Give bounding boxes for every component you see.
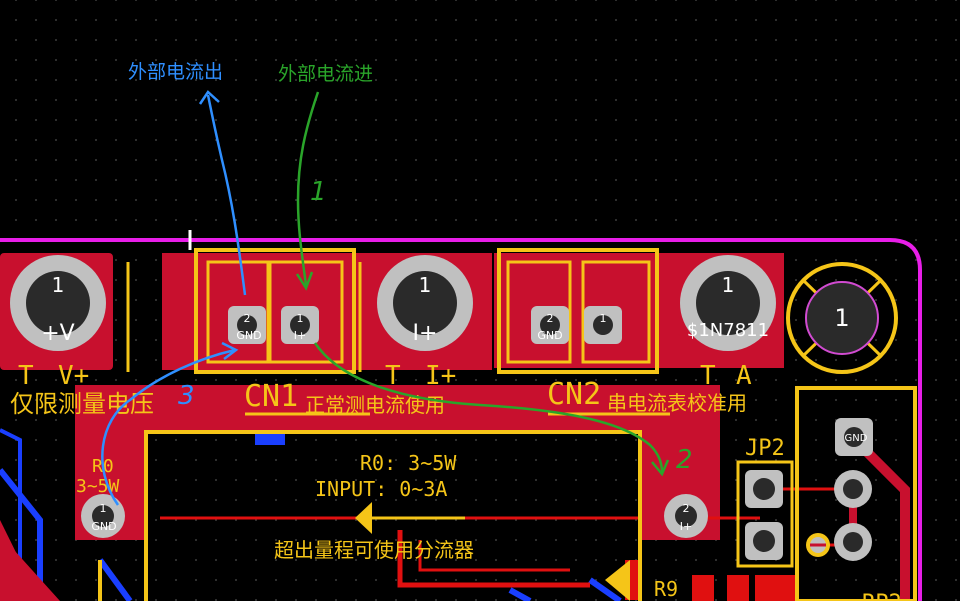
- silkscreen-outlines: [98, 248, 917, 601]
- fiducial-marker: [806, 533, 830, 557]
- terminal-right-label-t: T: [700, 361, 716, 391]
- rp-pin-gnd[interactable]: GND: [835, 418, 873, 456]
- mount-hole-pin: 1: [834, 304, 849, 332]
- blue-arrow-r0-to-gnd: [101, 348, 236, 506]
- cn2-pin-2-net: GND: [537, 329, 562, 342]
- annotation-step-2: 2: [676, 445, 693, 475]
- blue-arrow-up: [206, 94, 247, 296]
- terminal-middle-net: I+: [413, 321, 438, 346]
- r0-pad-left[interactable]: 1 GND: [81, 494, 125, 538]
- green-arrow-down: [296, 91, 320, 286]
- cn2-pin-1[interactable]: 1: [584, 306, 622, 344]
- terminal-right-label-a: A: [736, 361, 752, 391]
- cn2-pin-2[interactable]: 2 GND: [531, 306, 569, 344]
- mount-hole-right[interactable]: 1: [805, 281, 879, 355]
- annotation-current-in: 外部电流进: [278, 63, 373, 85]
- terminal-middle[interactable]: 1 I+: [377, 255, 473, 351]
- input-spec-label: INPUT: 0~3A: [315, 477, 447, 501]
- r0-pad-right-net: I+: [680, 520, 692, 533]
- diode-icon: [605, 560, 630, 601]
- annotation-step-1: 1: [310, 177, 327, 207]
- rp-pin-gnd-net: GND: [845, 433, 868, 444]
- terminal-right-net: $1N7811: [687, 320, 769, 341]
- cn1-pin-1[interactable]: 1 I+: [281, 306, 319, 344]
- r0-pad-right[interactable]: 2 I+: [664, 494, 708, 538]
- annotation-layer: 外部电流出 外部电流进 3 1 2: [101, 61, 693, 506]
- terminal-right[interactable]: 1 $1N7811: [680, 255, 776, 351]
- cn2-description: 串电流表校准用: [607, 391, 747, 415]
- terminal-left-label-vplus: V+: [58, 361, 89, 391]
- cn1-pin-2[interactable]: 2 GND: [228, 306, 266, 344]
- cn2-pin-1-num: 1: [600, 312, 607, 325]
- terminal-left-pin: 1: [52, 273, 65, 297]
- terminal-middle-pin: 1: [419, 273, 432, 297]
- jp2-pin-1[interactable]: [745, 470, 783, 508]
- terminal-left-label-t: T: [18, 361, 34, 391]
- annotation-current-out: 外部电流出: [128, 61, 223, 83]
- r0-spec-label: R0: 3~5W: [360, 451, 457, 475]
- board-outline: [0, 238, 922, 601]
- terminal-middle-label-iplus: I+: [425, 361, 456, 391]
- cn1-pin-2-net: GND: [236, 329, 261, 342]
- input-arrow-icon: [355, 502, 372, 534]
- r0-pad-left-num: 1: [100, 502, 107, 515]
- annotation-step-3: 3: [178, 381, 195, 411]
- r0-pad-right-num: 2: [683, 502, 690, 515]
- shunt-note-label: 超出量程可使用分流器: [274, 538, 474, 562]
- terminal-left[interactable]: 1 +V: [10, 255, 106, 351]
- terminal-middle-label-t: T: [385, 361, 401, 391]
- cn2-designator: CN2: [547, 377, 601, 412]
- jp2-designator: JP2: [745, 436, 785, 461]
- cn1-pin-1-net: I+: [294, 329, 306, 342]
- cn1-pin-1-num: 1: [297, 312, 304, 325]
- terminal-right-pin: 1: [722, 273, 735, 297]
- r9-designator: R9: [654, 577, 678, 601]
- silkscreen-text: T V+ T I+ T A 仅限测量电压 CN1 正常测电流使用 CN2 串电流…: [10, 361, 902, 601]
- terminal-left-net: +V: [41, 321, 74, 346]
- voltage-only-label: 仅限测量电压: [10, 390, 154, 418]
- cn1-designator: CN1: [244, 379, 298, 414]
- rp-pin-3[interactable]: [834, 523, 872, 561]
- r0-value: 3~5W: [76, 476, 120, 497]
- rp-pin-2[interactable]: [834, 470, 872, 508]
- r0-pad-left-net: GND: [91, 520, 116, 533]
- cn2-pin-2-num: 2: [547, 312, 554, 325]
- cn1-description: 正常测电流使用: [305, 393, 445, 417]
- cn1-pin-2-num: 2: [244, 312, 251, 325]
- green-arrow-iplus-to-r0: [313, 342, 664, 473]
- rp-designator-partial: RP2: [862, 591, 902, 601]
- jp2-pin-2[interactable]: [745, 522, 783, 560]
